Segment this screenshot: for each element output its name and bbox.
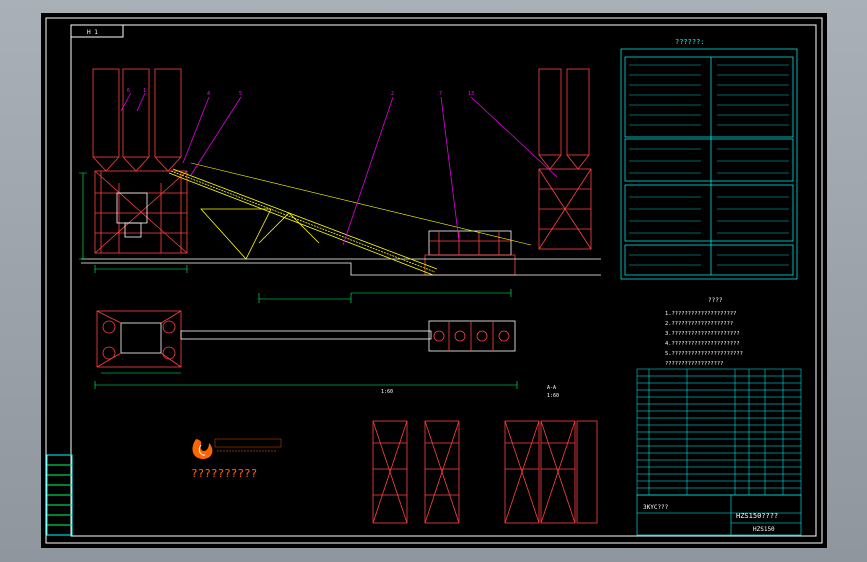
note-1: 1.???????????????????? (665, 311, 736, 317)
svg-text:13: 13 (468, 91, 474, 97)
title-tab-text: H 1 (87, 29, 98, 36)
svg-text:2: 2 (391, 91, 394, 97)
spec-heading: ??????: (675, 38, 705, 46)
elevation-view (81, 68, 601, 276)
svg-text:5: 5 (239, 91, 242, 97)
outer-border (45, 17, 823, 544)
notes-heading: ???? (708, 297, 723, 304)
leader-lines (120, 92, 558, 246)
notes-list: 1.???????????????????? 2.???????????????… (665, 311, 743, 367)
title-block-drawing-title: HZS150???? (736, 512, 778, 520)
left-revision-strip (46, 454, 73, 536)
conveyor-belts (168, 162, 532, 276)
dimension-lines (79, 172, 518, 389)
logo-text: ?????????? (191, 467, 257, 480)
plan-view (96, 310, 516, 368)
drawing-sheet: H 1 (41, 13, 827, 548)
title-block-drawing-no: HZS150 (753, 526, 775, 533)
note-5: 5.?????????????????????? (665, 351, 743, 357)
note-4: 4.????????????????????? (665, 341, 740, 347)
svg-text:6: 6 (127, 88, 130, 94)
inner-border (70, 24, 817, 537)
title-tab-box (70, 24, 124, 38)
section-label: A-A (547, 385, 556, 391)
note-3: 3.????????????????????? (665, 331, 740, 337)
section-views (372, 420, 598, 524)
svg-text:1: 1 (143, 88, 146, 94)
plan-view-scale: 1:60 (381, 389, 393, 395)
plan-scale-label: 1:60 A-A 1:60 (381, 385, 559, 399)
svg-text:7: 7 (439, 91, 442, 97)
spec-table-lines (629, 64, 789, 266)
svg-text:4: 4 (207, 91, 210, 97)
note-2: 2.??????????????????? (665, 321, 733, 327)
note-6: ?????????????????? (665, 361, 723, 367)
section-scale: 1:60 (547, 393, 559, 399)
spec-tables (620, 48, 798, 280)
parts-list-table (636, 368, 802, 496)
title-block (636, 494, 802, 536)
leader-labels: 6 1 4 5 2 7 13 (127, 88, 474, 97)
title-block-model-ref: 3KYC??? (643, 504, 669, 511)
drawing-canvas: H 1 (45, 17, 823, 544)
company-logo (192, 438, 282, 459)
